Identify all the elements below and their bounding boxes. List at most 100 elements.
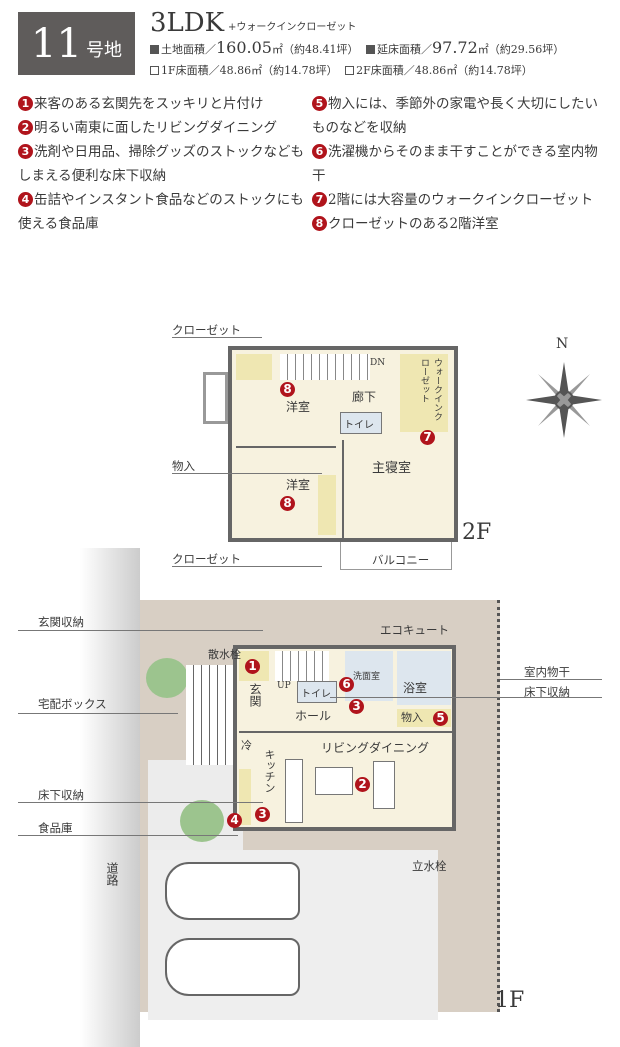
land-area-value: 160.05 <box>216 38 272 57</box>
total-floor-value: 97.72 <box>431 38 478 57</box>
leader-line <box>18 802 263 803</box>
tree-icon <box>146 658 188 698</box>
land-area-label: 土地面積／ <box>161 43 216 56</box>
lot-suffix: 号地 <box>85 39 122 61</box>
marker-2: 2 <box>355 777 370 792</box>
living-dining-label: リビングダイニング <box>321 741 430 755</box>
total-floor-unit: ㎡（約29.56坪） <box>477 43 565 56</box>
balcony <box>340 542 452 570</box>
pantry <box>239 769 251 825</box>
closet-top-label: クローゼット <box>172 323 241 337</box>
kitchen-label: キッチン <box>263 749 276 793</box>
hall-label: 廊下 <box>352 390 377 404</box>
water-tap-label: 散水栓 <box>208 648 241 661</box>
area-row-2: 1F床面積／48.86㎡（約14.78坪） 2F床面積／48.86㎡（約14.7… <box>150 62 533 78</box>
plan-type: 3LDK <box>150 8 225 38</box>
feature-number: 4 <box>18 192 33 207</box>
plan-extra: +ウォークインクローゼット <box>228 22 357 33</box>
stairs-up-label: UP <box>277 681 291 691</box>
leader-line <box>172 337 262 338</box>
lot-number-box: 11 号地 <box>18 12 135 75</box>
bathroom: 浴室 <box>397 651 451 705</box>
walk-in-closet: ウォークインクローゼット <box>400 354 448 432</box>
feature-number: 7 <box>312 192 327 207</box>
approach-tiles <box>186 665 236 765</box>
stairs <box>275 651 329 681</box>
feature-number: 5 <box>312 96 327 111</box>
feature-number: 1 <box>18 96 33 111</box>
area-row-1: 土地面積／160.05㎡（約48.41坪） 延床面積／97.72㎡（約29.56… <box>150 38 564 57</box>
washroom: 洗面室 <box>345 651 393 701</box>
road-label: 道路 <box>105 862 119 886</box>
feature-number: 2 <box>18 120 33 135</box>
standing-tap-label: 立水栓 <box>412 859 447 873</box>
stairs-dn-label: DN <box>370 358 386 368</box>
toilet: トイレ <box>297 681 337 703</box>
stairs <box>280 354 370 380</box>
marker-5: 5 <box>433 711 448 726</box>
feature-number: 6 <box>312 144 327 159</box>
leader-line <box>172 566 322 567</box>
feature-text: 物入には、季節外の家電や長く大切にしたいものなどを収納 <box>312 96 598 136</box>
marker-1: 1 <box>245 659 260 674</box>
feature-text: 明るい南東に面したリビングダイニング <box>34 120 277 136</box>
land-area-unit: ㎡（約48.41坪） <box>271 43 359 56</box>
floor2-area: 2F床面積／48.86㎡（約14.78坪） <box>356 64 533 77</box>
road <box>80 548 140 1047</box>
compass-rose-icon: N <box>526 336 602 440</box>
wall <box>342 440 344 540</box>
total-floor-label: 延床面積／ <box>376 43 432 56</box>
closet-bottom-label: クローゼット <box>172 552 241 566</box>
car-icon <box>165 862 300 920</box>
wall <box>239 731 453 733</box>
underfloor-storage-left-label: 床下収納 <box>38 788 84 802</box>
indoor-drying-label: 室内物干 <box>524 665 570 679</box>
floor2-plan: DN 廊下 トイレ ウォークインクローゼット 洋室 洋室 主寝室 8 8 7 <box>228 346 458 542</box>
marker-3: 3 <box>255 807 270 822</box>
marker-6: 6 <box>339 677 354 692</box>
entrance-storage-label: 玄関収納 <box>38 615 84 629</box>
marker-4: 4 <box>227 813 242 828</box>
floor1-label: 1F <box>495 988 525 1013</box>
delivery-box-label: 宅配ボックス <box>38 697 107 711</box>
underfloor-storage-right-label: 床下収納 <box>524 685 570 699</box>
marker-8: 8 <box>280 382 295 397</box>
toilet: トイレ <box>340 412 382 434</box>
feature-text: 洗剤や日用品、掃除グッズのストックなどもしまえる便利な床下収納 <box>18 144 304 184</box>
car-icon <box>165 938 300 996</box>
wall <box>236 446 336 448</box>
feature-text: クローゼットのある2階洋室 <box>328 216 499 232</box>
feature-text: 2階には大容量のウォークインクローゼット <box>328 192 594 208</box>
storage-label: 物入 <box>172 459 195 473</box>
entrance-label: 玄関 <box>248 683 262 707</box>
feature-text: 来客のある玄関先をスッキリと片付け <box>34 96 264 112</box>
floor2-label: 2F <box>462 520 492 545</box>
dining-table <box>315 767 353 795</box>
western-room-2-label: 洋室 <box>286 478 311 492</box>
feature-text: 缶詰やインスタント食品などのストックにも使える食品庫 <box>18 192 304 232</box>
storage-closet <box>318 475 336 535</box>
marker-8: 8 <box>280 496 295 511</box>
leader-line <box>18 630 263 631</box>
leader-line <box>500 679 602 680</box>
marker-7: 7 <box>420 430 435 445</box>
marker-3: 3 <box>349 699 364 714</box>
fridge-label: 冷 <box>241 739 252 752</box>
kitchen-counter <box>285 759 303 823</box>
western-room-1-label: 洋室 <box>286 400 311 414</box>
floor1-area: 1F床面積／48.86㎡（約14.78坪） <box>161 64 338 77</box>
leader-line <box>18 713 178 714</box>
leader-line <box>172 473 322 474</box>
ecocute-label: エコキュート <box>380 623 449 637</box>
balcony-left <box>203 372 228 424</box>
leader-line <box>330 697 602 698</box>
master-bedroom-label: 主寝室 <box>372 461 412 476</box>
